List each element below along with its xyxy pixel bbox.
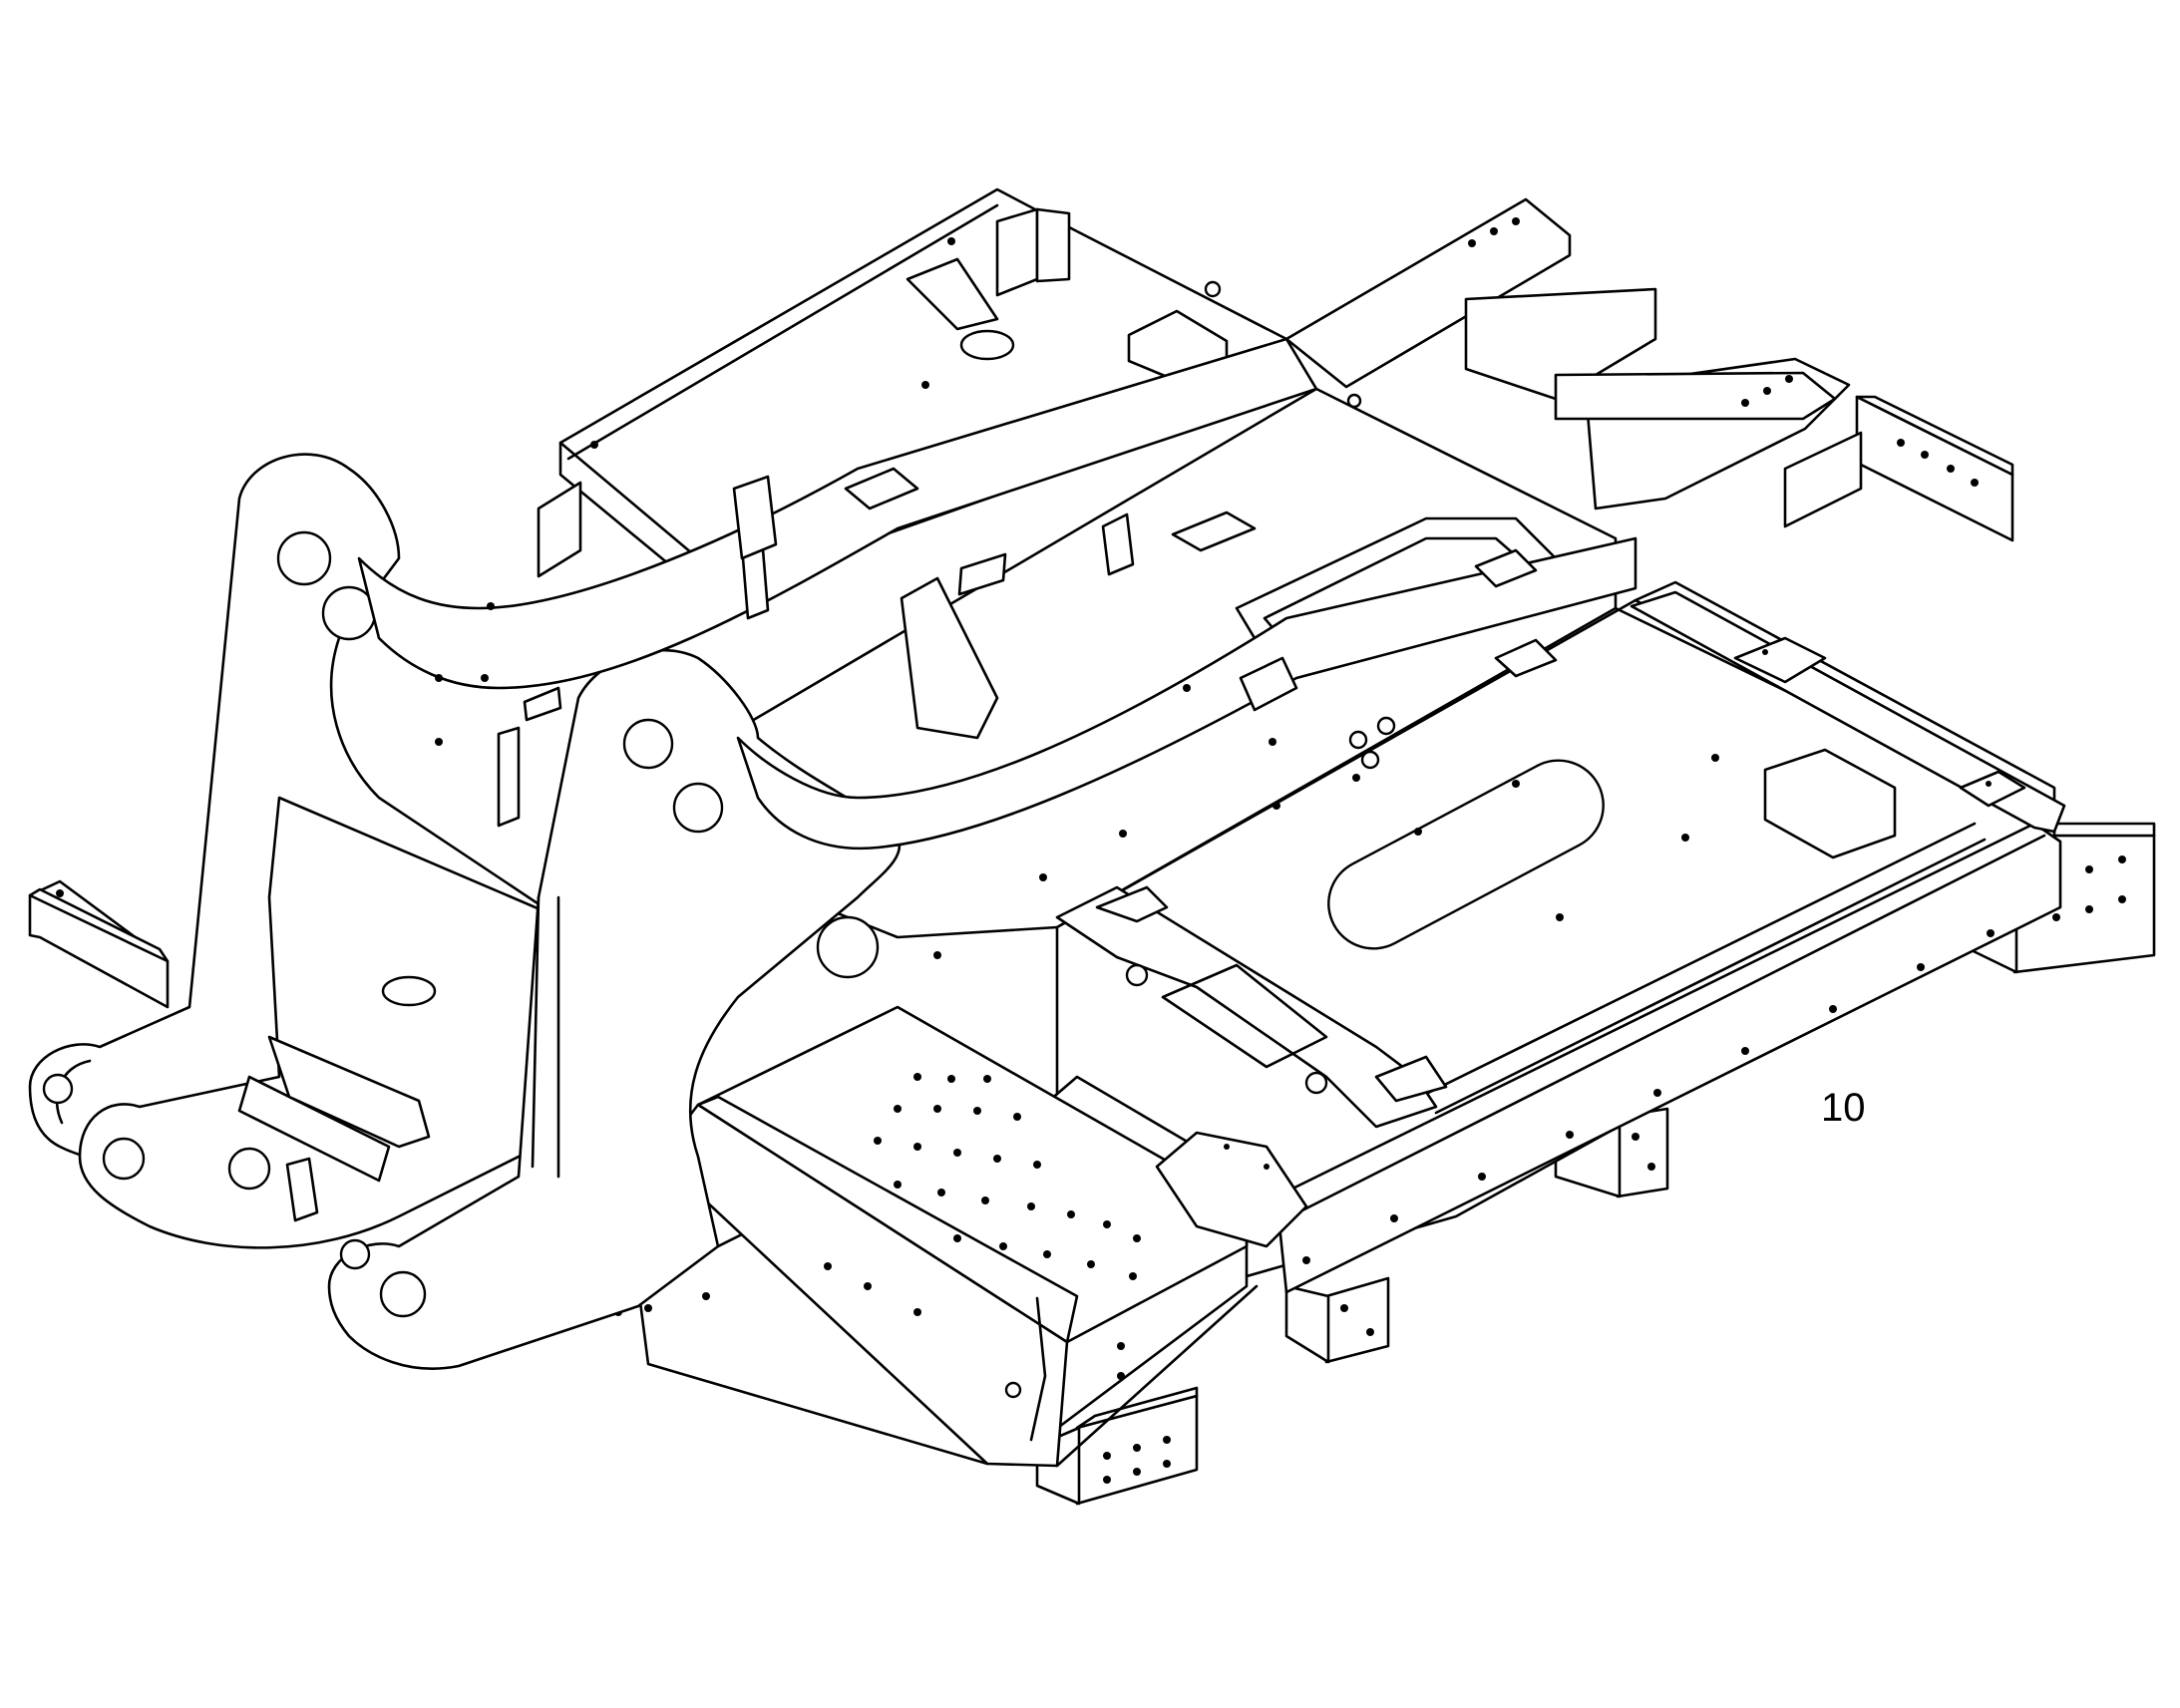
center-cross-plate [1055,885,1448,1129]
left-inner-plate [78,796,560,1249]
right-side-rail [1274,822,2062,1294]
front-left-cross-member [28,879,170,1009]
rear-right-rails [1284,197,1851,511]
rear-right-cross-beam [1783,395,2014,542]
upper-arch-frame [357,257,1637,959]
callout-label: 10 [1821,1086,1866,1130]
right-top-plates [1630,590,2066,859]
center-well [1155,1131,1308,1248]
rear-deck-lugs [732,467,1558,678]
front-frame-body [535,1005,1259,1468]
